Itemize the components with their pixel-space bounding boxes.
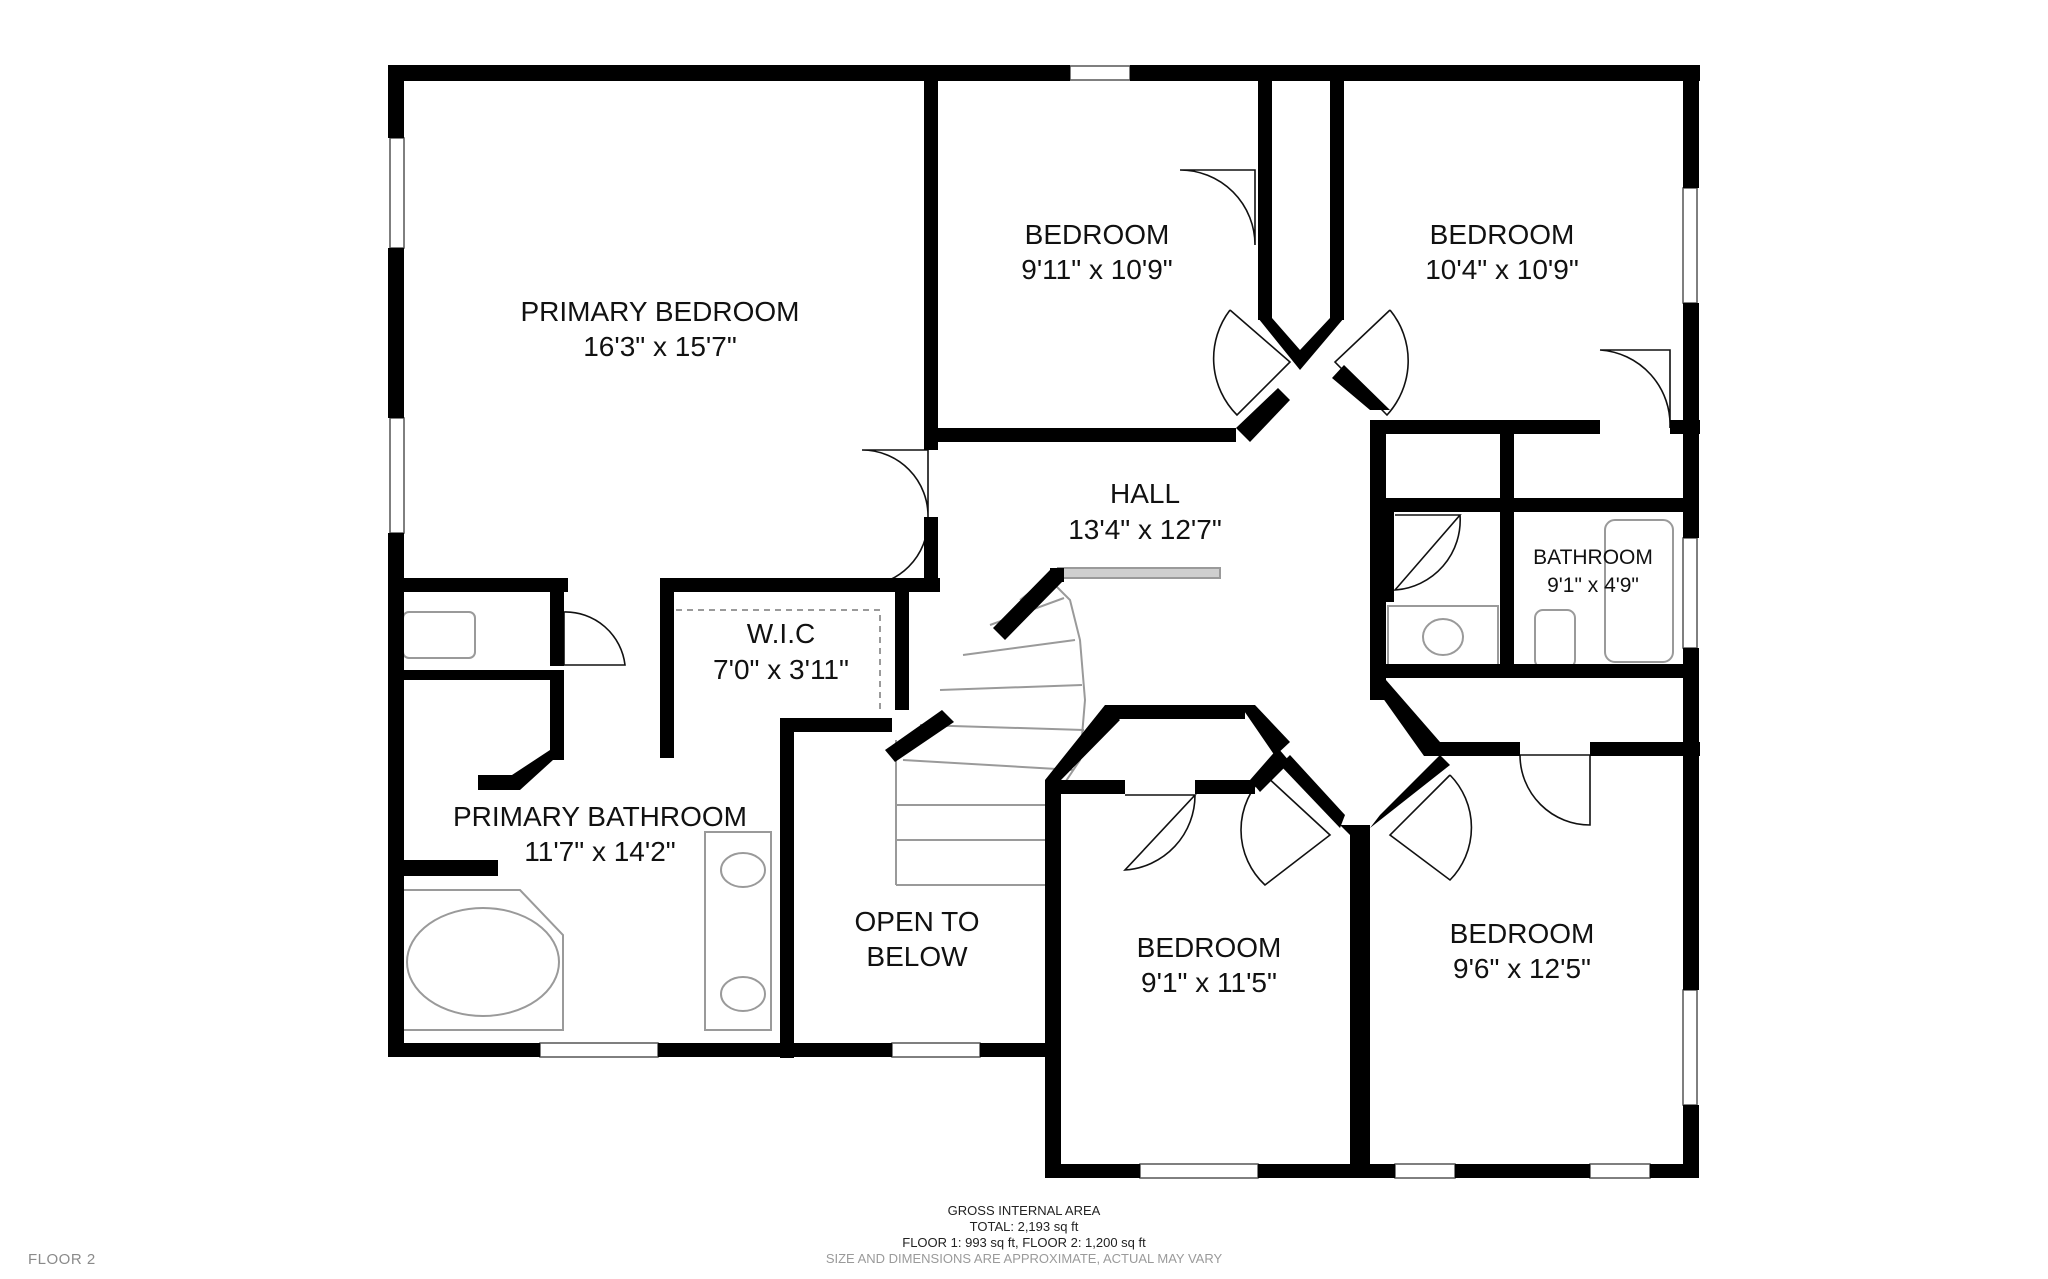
room-size-wic: 7'0" x 3'11" <box>713 654 849 685</box>
doors <box>563 169 1671 887</box>
room-labels: PRIMARY BEDROOM 16'3" x 15'7" BEDROOM 9'… <box>453 219 1653 998</box>
window <box>389 417 405 534</box>
room-name-primary-bedroom: PRIMARY BEDROOM <box>520 296 799 327</box>
toilet-icon <box>1534 609 1576 669</box>
area-heading: GROSS INTERNAL AREA <box>947 1203 1101 1218</box>
window <box>1139 1163 1259 1179</box>
door-swing <box>1179 169 1256 246</box>
room-name-bedroom: BEDROOM <box>1137 932 1282 963</box>
vanity-counter <box>704 831 772 1031</box>
bathtub-icon <box>402 889 564 1031</box>
sink-icon <box>720 976 766 1012</box>
windows <box>389 65 1698 1179</box>
closet-shelf <box>676 609 881 710</box>
door-swing <box>1212 309 1292 417</box>
door-swing <box>1123 794 1197 871</box>
floor-label: FLOOR 2 <box>28 1251 96 1268</box>
room-size-bedroom: 10'4" x 10'9" <box>1425 254 1579 285</box>
area-floors: FLOOR 1: 993 sq ft, FLOOR 2: 1,200 sq ft <box>902 1235 1146 1250</box>
door-swing <box>861 449 929 518</box>
sink-icon <box>720 852 766 888</box>
window <box>1682 989 1698 1106</box>
door-swing <box>1333 309 1409 417</box>
room-size-bedroom: 9'11" x 10'9" <box>1021 254 1172 285</box>
window <box>1394 1163 1456 1179</box>
toilet-icon <box>402 611 476 659</box>
area-disclaimer: SIZE AND DIMENSIONS ARE APPROXIMATE, ACT… <box>825 1251 1223 1266</box>
door-swing <box>1519 754 1591 826</box>
window <box>1682 537 1698 649</box>
bathtub-icon <box>1604 519 1674 663</box>
window <box>389 137 405 249</box>
room-size-hall: 13'4" x 12'7" <box>1068 514 1222 545</box>
walls <box>388 65 1700 1178</box>
room-name-bedroom: BEDROOM <box>1450 918 1595 949</box>
window <box>1589 1163 1651 1179</box>
railing <box>1057 567 1221 579</box>
room-size-primary-bathroom: 11'7" x 14'2" <box>524 836 675 867</box>
room-name-wic: W.I.C <box>747 618 815 649</box>
room-name-primary-bathroom: PRIMARY BATHROOM <box>453 801 747 832</box>
door-swing <box>563 611 626 666</box>
room-size-primary-bedroom: 16'3" x 15'7" <box>583 331 737 362</box>
room-name-bedroom: BEDROOM <box>1430 219 1575 250</box>
room-name-bathroom: BATHROOM <box>1533 546 1653 569</box>
vanity-counter <box>1387 605 1499 669</box>
sink-icon <box>1422 618 1464 656</box>
area-total: TOTAL: 2,193 sq ft <box>969 1219 1079 1234</box>
room-size-bathroom: 9'1" x 4'9" <box>1547 574 1639 597</box>
window <box>891 1042 981 1058</box>
room-size-bedroom: 9'6" x 12'5" <box>1453 953 1591 984</box>
room-size-bedroom: 9'1" x 11'5" <box>1141 967 1277 998</box>
window <box>539 1042 659 1058</box>
room-name-hall: HALL <box>1110 478 1180 509</box>
window <box>1069 65 1131 81</box>
window <box>1682 187 1698 304</box>
room-name-open-to-below: OPEN TO <box>854 906 979 937</box>
door-swing <box>1599 349 1671 429</box>
area-summary: GROSS INTERNAL AREA TOTAL: 2,193 sq ft F… <box>0 1203 2048 1267</box>
room-name-bedroom: BEDROOM <box>1025 219 1170 250</box>
bathtub-basin-icon <box>406 907 560 1017</box>
door-swing <box>861 519 929 587</box>
room-name-open-to-below-2: BELOW <box>866 941 968 972</box>
door-swing <box>1393 514 1462 591</box>
door-swing <box>1388 774 1473 882</box>
